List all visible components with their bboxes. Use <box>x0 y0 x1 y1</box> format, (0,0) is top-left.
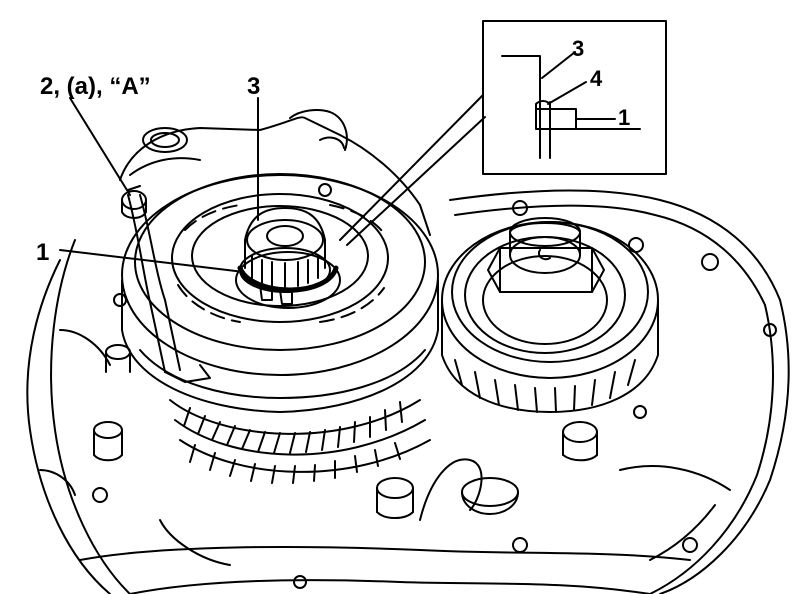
label-snap-ring: 1 <box>36 239 49 266</box>
label-gear: 3 <box>247 73 260 100</box>
clutch-housing <box>119 109 431 236</box>
detail-inset <box>482 20 667 175</box>
transmission-case <box>26 183 790 594</box>
snap-ring <box>237 265 339 293</box>
countershaft-gear <box>441 217 659 413</box>
label-clip-bolt: 2, (a), “A” <box>40 73 151 100</box>
leader-lines <box>59 94 486 273</box>
label-inset-spacer: 4 <box>590 66 603 91</box>
clip-bolt <box>121 185 147 219</box>
label-inset-gear: 3 <box>572 36 584 61</box>
main-gear-assembly <box>121 173 439 484</box>
label-inset-ring: 1 <box>618 105 630 130</box>
hub-gear <box>235 207 341 309</box>
